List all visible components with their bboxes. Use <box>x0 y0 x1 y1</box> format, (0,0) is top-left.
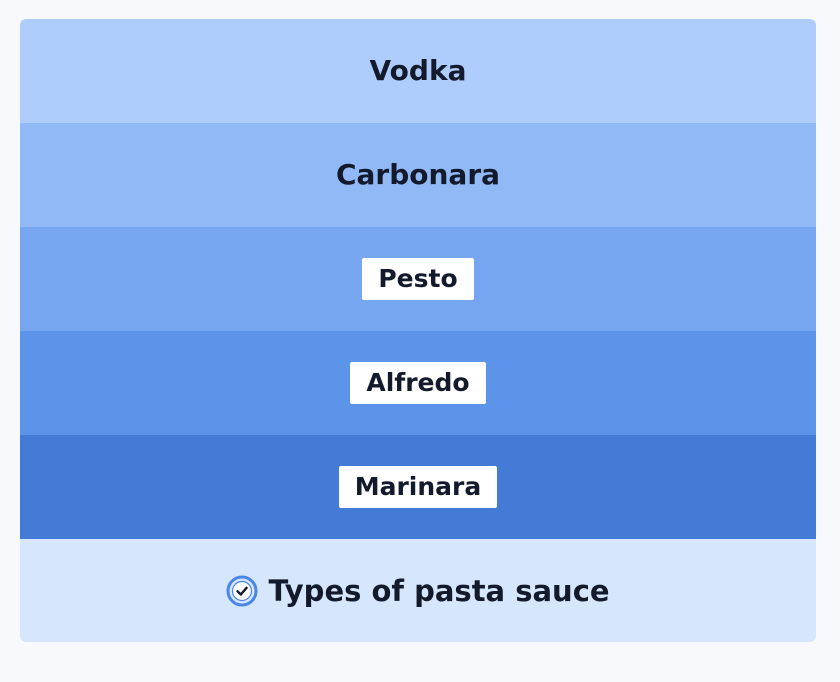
list-item-label: Alfredo <box>350 362 486 404</box>
check-circle-icon <box>226 575 258 607</box>
list-item-vodka[interactable]: Vodka <box>20 19 816 123</box>
list-item-label: Marinara <box>338 466 498 508</box>
list-item-label: Carbonara <box>335 158 501 191</box>
list-item-label: Vodka <box>369 54 467 87</box>
list-footer: Types of pasta sauce <box>20 539 816 642</box>
pasta-sauce-list: Vodka Carbonara Pesto Alfredo Marinara T… <box>20 19 816 642</box>
list-item-label: Pesto <box>362 258 474 300</box>
list-title: Types of pasta sauce <box>268 573 610 608</box>
list-item-marinara[interactable]: Marinara <box>20 435 816 539</box>
list-item-pesto[interactable]: Pesto <box>20 227 816 331</box>
list-item-alfredo[interactable]: Alfredo <box>20 331 816 435</box>
list-item-carbonara[interactable]: Carbonara <box>20 123 816 227</box>
